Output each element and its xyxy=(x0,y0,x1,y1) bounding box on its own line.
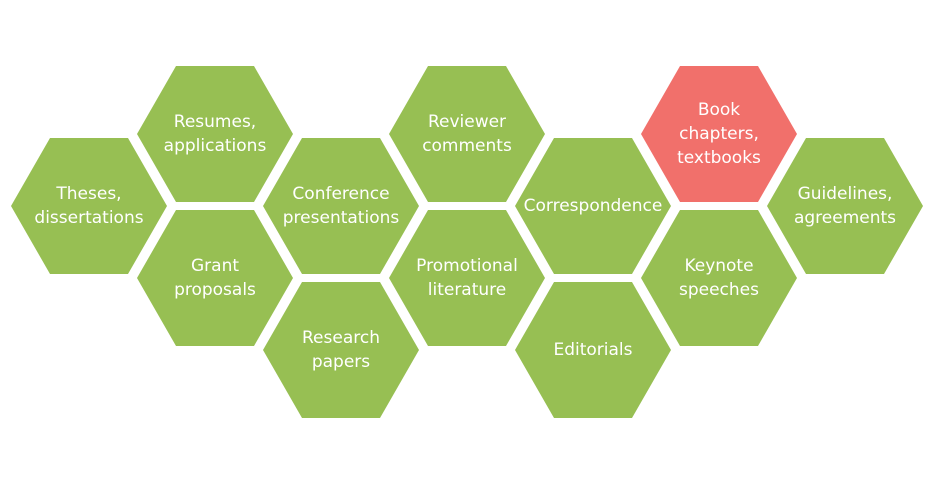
hexagon-label: papers xyxy=(312,352,370,372)
hexagon-label: literature xyxy=(428,280,507,300)
hexagon-research-papers: Research papers xyxy=(263,282,419,418)
hexagon-label: comments xyxy=(422,136,512,156)
hexagon-shape xyxy=(515,282,671,418)
hexagon-theses-dissertations: Theses, dissertations xyxy=(11,138,167,274)
hexagon-shape xyxy=(389,66,545,202)
hexagon-shape xyxy=(641,210,797,346)
hexagon-label: proposals xyxy=(174,280,256,300)
hexagon-label: speeches xyxy=(679,280,759,300)
hexagon-reviewer-comments: Reviewer comments xyxy=(389,66,545,202)
hexagon-label: Keynote xyxy=(684,256,753,276)
hexagon-label: dissertations xyxy=(34,208,143,228)
hexagon-shape xyxy=(515,138,671,274)
hexagon-shape xyxy=(11,138,167,274)
hexagon-conference-presentations: Conference presentations xyxy=(263,138,419,274)
hexagon-label: Resumes, xyxy=(174,112,256,132)
hexagon-shape xyxy=(137,66,293,202)
hexagon-label: chapters, xyxy=(679,124,759,144)
hexagon-label: Promotional xyxy=(416,256,518,276)
hexagon-shape xyxy=(137,210,293,346)
hexagon-label: Reviewer xyxy=(428,112,506,132)
hexagon-resumes-applications: Resumes, applications xyxy=(137,66,293,202)
hexagon-label: Research xyxy=(302,328,380,348)
hexagon-label: Editorials xyxy=(553,340,632,360)
hexagon-grant-proposals: Grant proposals xyxy=(137,210,293,346)
hexagon-editorials: Editorials xyxy=(515,282,671,418)
hexagon-correspondence: Correspondence xyxy=(515,138,671,274)
hexagon-label: Grant xyxy=(191,256,239,276)
hexagon-label: Book xyxy=(698,100,740,120)
hexagon-keynote-speeches: Keynote speeches xyxy=(641,210,797,346)
hexagon-shape xyxy=(767,138,923,274)
hexagon-label: agreements xyxy=(794,208,896,228)
hexagon-guidelines-agreements: Guidelines, agreements xyxy=(767,138,923,274)
hexagon-label: Theses, xyxy=(55,184,121,204)
hexagon-label: applications xyxy=(164,136,267,156)
hexagon-shape xyxy=(389,210,545,346)
hexagon-book-chapters-textbooks: Book chapters, textbooks xyxy=(641,66,797,202)
hexagon-label: Conference xyxy=(292,184,389,204)
hexagon-promotional-literature: Promotional literature xyxy=(389,210,545,346)
hexagon-label: presentations xyxy=(283,208,400,228)
hexagon-shape xyxy=(263,282,419,418)
hexagon-label: Correspondence xyxy=(524,196,663,216)
hexagon-shape xyxy=(641,66,797,202)
hexagon-label: Guidelines, xyxy=(798,184,893,204)
hexagon-shape xyxy=(263,138,419,274)
hexagon-label: textbooks xyxy=(677,148,761,168)
